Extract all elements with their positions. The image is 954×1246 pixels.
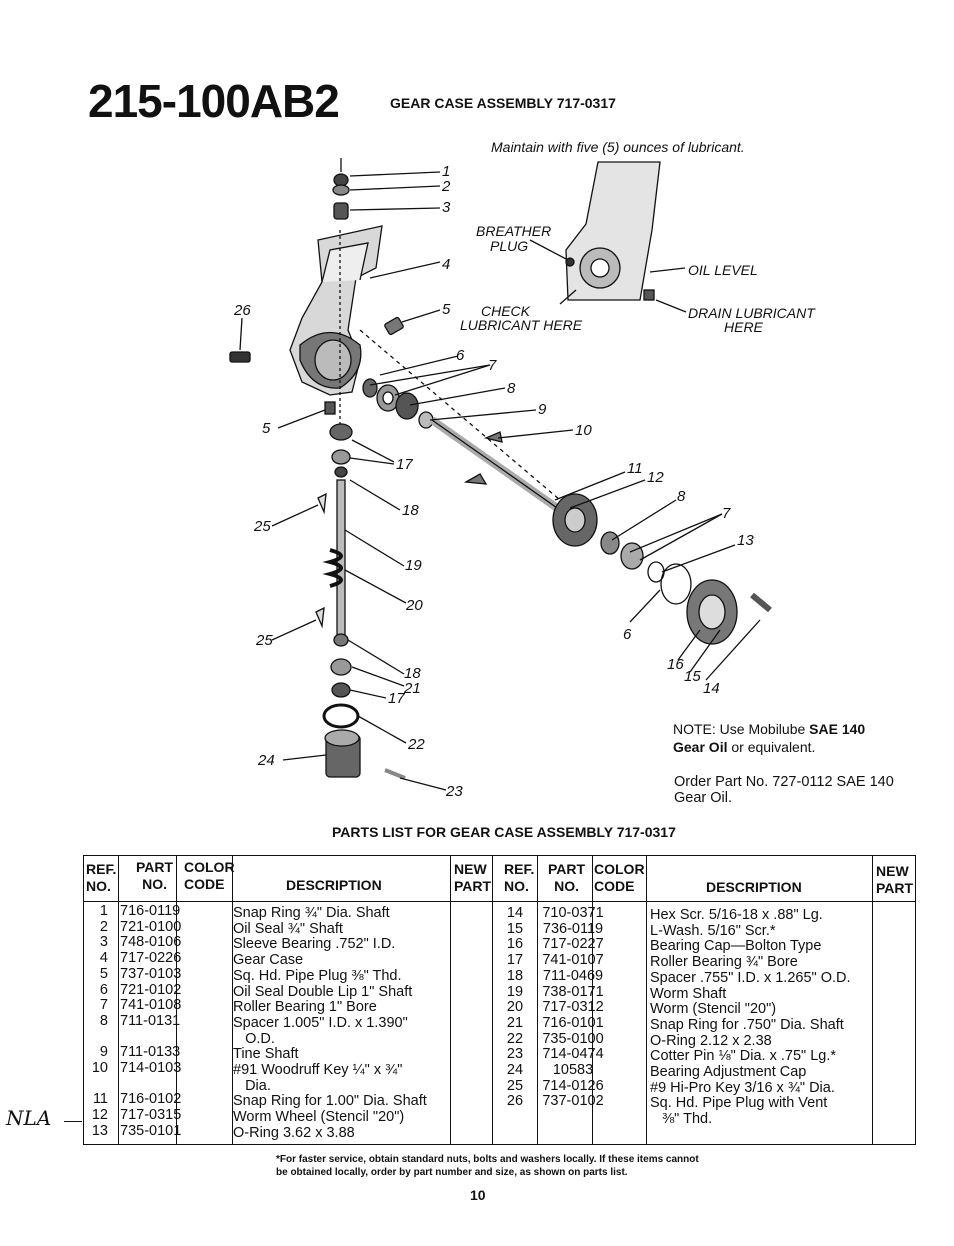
callout-18b: 18 — [404, 665, 421, 682]
callout-7: 7 — [488, 357, 497, 374]
oil-level-label: OIL LEVEL — [688, 262, 758, 278]
callout-12: 12 — [647, 469, 664, 486]
callout-16: 16 — [667, 656, 684, 673]
header-ref-left: REF.NO. — [86, 861, 117, 894]
callout-23: 23 — [446, 783, 463, 800]
callout-10: 10 — [575, 422, 592, 439]
handwritten-nla-note: NLA — [6, 1106, 52, 1130]
model-number: 215-100AB2 — [88, 75, 340, 127]
callout-8: 8 — [507, 380, 516, 397]
callout-8b: 8 — [677, 488, 686, 505]
right-ref-column: 14 15 16 17 18 19 20 21 22 23 24 25 26 — [506, 905, 524, 1110]
callout-14: 14 — [703, 680, 720, 697]
callout-25: 25 — [254, 518, 271, 535]
callout-24: 24 — [258, 752, 275, 769]
diagram-illustration — [229, 158, 772, 791]
callout-7b: 7 — [722, 505, 731, 522]
handwritten-mark — [64, 1121, 82, 1122]
note-text-2: or equivalent. — [727, 739, 816, 755]
check-label-2: LUBRICANT HERE — [460, 317, 583, 333]
callout-22: 22 — [408, 736, 425, 753]
callout-6b: 6 — [623, 626, 632, 643]
callout-17: 17 — [396, 456, 413, 473]
order-line-1: Order Part No. 727-0112 SAE 140 — [674, 774, 894, 790]
callout-1: 1 — [442, 163, 451, 180]
check-label-1: CHECK — [481, 303, 531, 319]
header-desc-right: DESCRIPTION — [706, 879, 802, 895]
footnote-line-2: be obtained locally, order by part numbe… — [276, 1167, 628, 1178]
left-part-column: 716-0119 721-0100 748-0106 717-0226 737-… — [120, 903, 182, 1139]
oil-note: NOTE: Use Mobilube SAE 140 Gear Oil or e… — [673, 720, 865, 756]
right-desc-column: Hex Scr. 5/16-18 x .88" Lg. L-Wash. 5/16… — [650, 907, 851, 1128]
callout-15: 15 — [684, 668, 701, 685]
callout-2: 2 — [442, 178, 451, 195]
footnote: *For faster service, obtain standard nut… — [276, 1153, 699, 1179]
order-note: Order Part No. 727-0112 SAE 140 Gear Oil… — [674, 774, 894, 806]
callout-3: 3 — [442, 199, 451, 216]
callout-19: 19 — [405, 557, 422, 574]
exploded-diagram — [229, 158, 772, 791]
callout-5b: 5 — [262, 420, 271, 437]
left-desc-column: Snap Ring ¾" Dia. Shaft Oil Seal ¾" Shaf… — [233, 905, 427, 1141]
lubricant-instruction: Maintain with five (5) ounces of lubrica… — [491, 139, 745, 155]
callout-9: 9 — [538, 401, 547, 418]
callout-18: 18 — [402, 502, 419, 519]
page-number: 10 — [470, 1187, 486, 1203]
callout-25b: 25 — [256, 632, 273, 649]
drain-label-1: DRAIN LUBRICANT — [688, 305, 815, 321]
note-gear-oil: Gear Oil — [673, 739, 728, 755]
callout-11: 11 — [627, 460, 643, 477]
callout-20: 20 — [406, 597, 423, 614]
footnote-line-1: *For faster service, obtain standard nut… — [276, 1154, 699, 1165]
breather-plug-label-1: BREATHER — [476, 223, 552, 239]
callout-5: 5 — [442, 301, 451, 318]
drain-label-2: HERE — [724, 319, 763, 335]
callout-17b: 17 — [388, 690, 405, 707]
callout-21: 21 — [404, 680, 421, 697]
callout-13: 13 — [737, 532, 754, 549]
callout-26: 26 — [234, 302, 251, 319]
assembly-title: GEAR CASE ASSEMBLY 717-0317 — [390, 95, 616, 111]
right-part-column: 710-0371 736-0119 717-0227 741-0107 711-… — [542, 905, 604, 1110]
left-ref-column: 1 2 3 4 5 6 7 8 9 10 11 12 13 — [91, 903, 108, 1139]
header-desc-left: DESCRIPTION — [286, 877, 382, 893]
breather-plug-label-2: PLUG — [490, 238, 529, 254]
parts-list-title: PARTS LIST FOR GEAR CASE ASSEMBLY 717-03… — [332, 824, 676, 840]
callout-6: 6 — [456, 347, 465, 364]
callout-4: 4 — [442, 256, 451, 273]
note-grade: SAE 140 — [809, 721, 866, 737]
header-ref-right: REF.NO. — [504, 861, 535, 894]
note-text-1: NOTE: Use Mobilube — [673, 721, 810, 737]
order-line-2: Gear Oil. — [674, 790, 733, 806]
